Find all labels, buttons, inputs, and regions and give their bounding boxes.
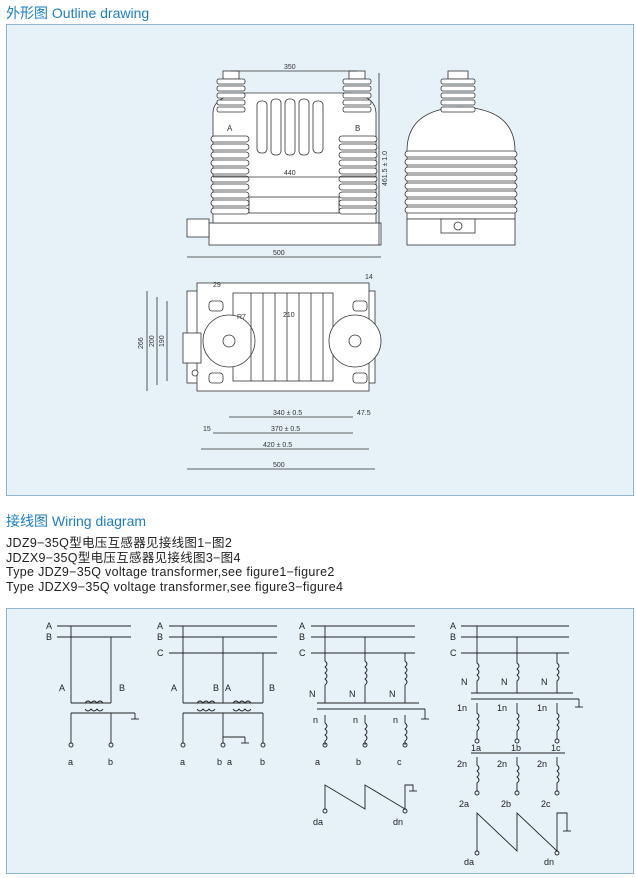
terminal-box	[186, 218, 210, 238]
dim-370: 370 ± 0.5	[271, 426, 300, 433]
outline-drawing: A B 350 440 461.5 ± 1.0 500	[138, 64, 518, 470]
bus-label-a: A	[299, 621, 305, 631]
dim-500-top: 500	[273, 250, 285, 257]
secondary-label-a: a	[315, 757, 320, 767]
terminal-1a-label: 1a	[471, 743, 481, 753]
dim-420: 420 ± 0.5	[263, 442, 292, 449]
front-label-a: A	[227, 124, 233, 133]
wiring-panel: A B A B a b A B C	[6, 608, 634, 874]
secondary-label: a	[180, 757, 185, 767]
left-insulator	[216, 70, 246, 113]
dim-266: 266	[138, 337, 145, 349]
base-plate	[208, 222, 382, 246]
bus-label-b: B	[299, 632, 305, 642]
neutral-label: N	[541, 677, 548, 687]
note-line: Type JDZX9−35Q voltage transformer,see f…	[6, 579, 344, 594]
label-dn: dn	[544, 857, 554, 867]
winding-2n-label: 2n	[457, 759, 467, 769]
winding-2n-label: 2n	[497, 759, 507, 769]
note-line: JDZ9−35Q型电压互感器见接线图1−图2	[6, 536, 233, 550]
label-da: da	[464, 857, 474, 867]
front-label-b: B	[355, 124, 360, 133]
outline-title: 外形图 Outline drawing	[6, 5, 150, 21]
bus-label-b: B	[46, 632, 52, 642]
bus-label-a: A	[157, 621, 163, 631]
neutral-label: N	[309, 689, 316, 699]
dim-461: 461.5 ± 1.0	[382, 151, 389, 186]
primary-label: A	[225, 683, 231, 693]
bus-label-c: C	[157, 648, 164, 658]
dim-15: 15	[203, 426, 211, 433]
dim-14: 14	[365, 274, 373, 281]
terminal-2b-label: 2b	[501, 799, 511, 809]
bus-label-b: B	[450, 632, 456, 642]
wiring-figure-2: A B C A B A B a b a b	[157, 621, 277, 767]
secondary-label: b	[217, 757, 222, 767]
dim-200: 200	[149, 335, 156, 347]
outline-panel: A B 350 440 461.5 ± 1.0 500	[6, 24, 634, 496]
wiring-figure-3: A B C N N N n n n a b c da dn	[299, 621, 429, 827]
primary-label: B	[213, 683, 219, 693]
dim-210: 210	[283, 312, 295, 319]
secondary-label-c: c	[397, 757, 402, 767]
winding-1n-label: 1n	[537, 703, 547, 713]
secondary-label-b: b	[356, 757, 361, 767]
dim-29: 29	[213, 282, 221, 289]
bus-label-c: C	[299, 648, 306, 658]
dim-r7: R7	[237, 314, 246, 321]
wiring-notes: JDZ9−35Q型电压互感器见接线图1−图2 JDZX9−35Q型电压互感器见接…	[6, 536, 343, 594]
secondary-label-a: a	[68, 757, 73, 767]
secondary-n-label: n	[353, 715, 358, 725]
terminal-2a-label: 2a	[459, 799, 469, 809]
side-view	[404, 70, 518, 246]
secondary-n-label: n	[313, 715, 318, 725]
right-insulator	[342, 70, 372, 113]
note-line: Type JDZ9−35Q voltage transformer,see fi…	[6, 565, 335, 579]
dim-500-bot: 500	[273, 462, 285, 469]
wiring-diagrams: A B A B a b A B C	[46, 621, 583, 867]
secondary-label: a	[227, 757, 232, 767]
note-line: JDZX9−35Q型电压互感器见接线图3−图4	[6, 550, 241, 565]
primary-label: A	[171, 683, 177, 693]
winding-1n-label: 1n	[457, 703, 467, 713]
primary-label: B	[269, 683, 275, 693]
bus-label-c: C	[450, 648, 457, 658]
dim-340: 340 ± 0.5	[273, 410, 302, 417]
plan-view	[182, 282, 382, 392]
terminal-2c-label: 2c	[541, 799, 551, 809]
secondary-label: b	[260, 757, 265, 767]
winding-1n-label: 1n	[497, 703, 507, 713]
dim-190: 190	[159, 335, 166, 347]
winding-2n-label: 2n	[537, 759, 547, 769]
dim-440: 440	[284, 170, 296, 177]
neutral-label: N	[389, 689, 396, 699]
secondary-label-b: b	[108, 757, 113, 767]
terminal-1b-label: 1b	[511, 743, 521, 753]
terminal-1c-label: 1c	[551, 743, 561, 753]
dim-47: 47.5	[357, 410, 371, 417]
bus-label-a: A	[450, 621, 456, 631]
label-dn: dn	[393, 817, 403, 827]
wiring-figure-4: A B C N N N 1n 1n 1n 1a 1b 1c 2n 2n 2n 2…	[450, 621, 583, 867]
dim-350: 350	[284, 64, 296, 71]
wiring-figure-1: A B A B a b	[46, 621, 139, 767]
primary-label-b: B	[119, 683, 125, 693]
bus-label-a: A	[46, 621, 52, 631]
neutral-label: N	[349, 689, 356, 699]
neutral-label: N	[461, 677, 468, 687]
secondary-n-label: n	[393, 715, 398, 725]
primary-label-a: A	[59, 683, 65, 693]
middle-fins	[248, 98, 340, 214]
neutral-label: N	[501, 677, 508, 687]
label-da: da	[313, 817, 323, 827]
wiring-title: 接线图 Wiring diagram	[6, 513, 147, 529]
bus-label-b: B	[157, 632, 163, 642]
